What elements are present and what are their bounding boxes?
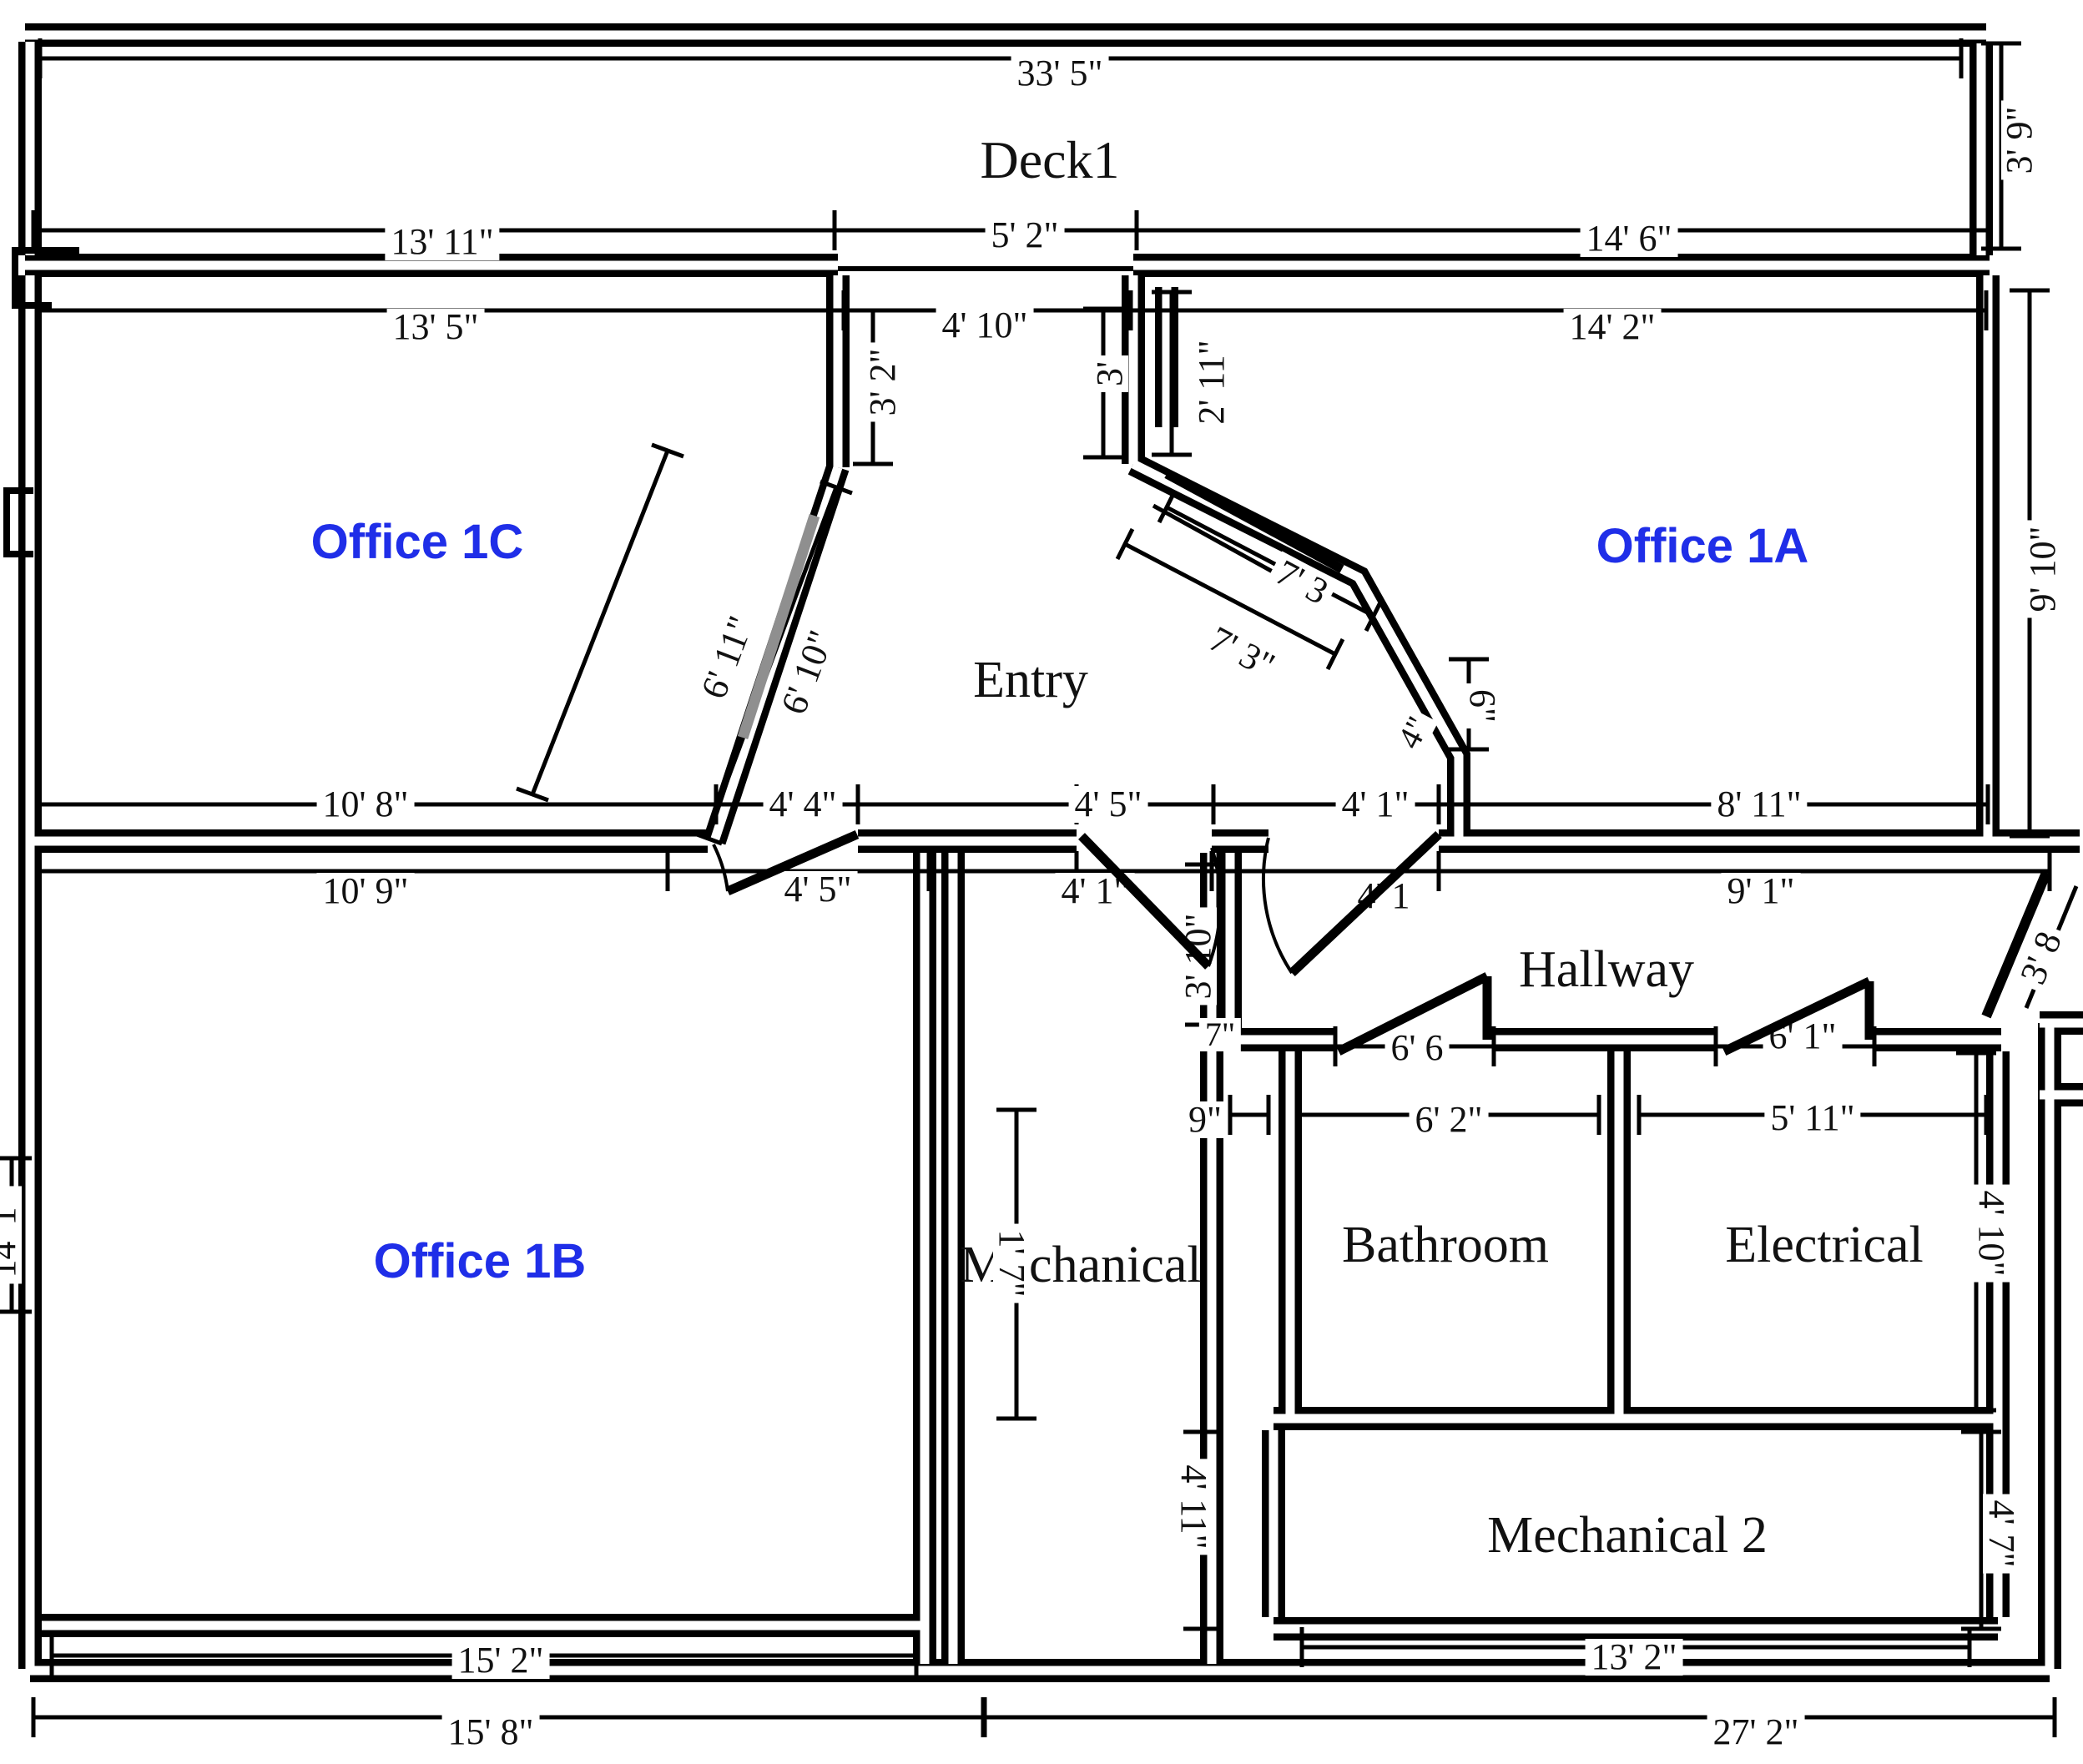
dim-label-36: 4' 10"	[1971, 1184, 2012, 1283]
dim-label-19: 4' 4"	[763, 786, 843, 823]
dim-label-35: 5' 11"	[1764, 1100, 1861, 1137]
dim-label-3: 14' 6"	[1580, 220, 1678, 257]
dim-label-24: 4' 5"	[778, 871, 858, 908]
dim-label-10: 2' 11"	[1191, 334, 1232, 431]
room-label-entry: Entry	[973, 652, 1088, 708]
dim-label-42: 15' 8"	[441, 1714, 540, 1751]
dim-label-31: 6' 6	[1384, 1030, 1450, 1066]
dim-line-7-3-lower	[1115, 527, 1345, 671]
dim-label-40: 13' 2"	[1585, 1639, 1683, 1676]
dim-label-5: 4' 10"	[936, 307, 1034, 344]
dim-label-11: 9' 10"	[2022, 520, 2063, 618]
dim-label-37: 1' 7"	[991, 1223, 1032, 1303]
room-label-bathroom: Bathroom	[1342, 1217, 1549, 1273]
dim-label-27: 9' 1"	[1721, 873, 1801, 910]
dim-label-9: 3'	[1089, 355, 1130, 392]
wall-notches	[3, 247, 79, 557]
dim-label-39: 4' 7"	[1981, 1494, 2022, 1574]
dim-line-6-11	[516, 442, 684, 803]
dim-label-4: 13' 5"	[386, 309, 485, 345]
dim-label-13: 6' 10"	[773, 620, 843, 725]
dim-line-4-7	[1961, 1429, 2001, 1631]
dim-label-7: 3' 9"	[1999, 100, 2040, 180]
dim-label-2: 5' 2"	[985, 217, 1065, 254]
room-label-office-1a: Office 1A	[1596, 519, 1809, 573]
dim-label-22: 8' 11"	[1711, 786, 1808, 823]
dim-label-16: 4"	[1389, 706, 1439, 759]
dim-label-32: 6' 1"	[1763, 1018, 1843, 1055]
dim-label-6: 14' 2"	[1563, 309, 1662, 345]
dim-label-18: 10' 8"	[316, 786, 415, 823]
room-label-hallway: Hallway	[1518, 941, 1695, 998]
dim-label-15: 7' 3"	[1198, 617, 1286, 688]
dim-label-44: 14' 1"	[0, 1186, 23, 1284]
dim-label-25: 4' 1"	[1055, 873, 1135, 910]
dim-label-1: 13' 11"	[385, 224, 500, 260]
dim-label-12: 6' 11"	[693, 606, 763, 709]
dim-line-hall-openings	[1290, 1026, 1998, 1066]
dim-label-8: 3' 2"	[862, 342, 903, 422]
dim-label-41: 15' 2"	[451, 1642, 550, 1679]
room-label-electrical: Electrical	[1725, 1217, 1924, 1273]
room-label-office-1b: Office 1B	[373, 1234, 587, 1288]
dim-label-17: 6"	[1462, 683, 1503, 728]
room-label-deck1: Deck1	[980, 130, 1120, 189]
dim-line-2-11	[1152, 290, 1192, 457]
dim-label-43: 27' 2"	[1707, 1714, 1805, 1751]
dim-label-38: 4' 11"	[1173, 1459, 1214, 1555]
dim-label-28: 3' 10"	[1178, 907, 1218, 1005]
dim-label-30: 7"	[1198, 1018, 1242, 1051]
dim-label-33: 9"	[1183, 1101, 1228, 1138]
dim-label-14: 7' 3	[1264, 551, 1339, 614]
dim-label-23: 10' 9"	[316, 873, 415, 910]
dim-label-21: 4' 1"	[1335, 786, 1415, 823]
dim-label-34: 6' 2"	[1409, 1101, 1489, 1138]
dim-label-0: 33' 5"	[1011, 55, 1109, 92]
dim-line-27-2	[982, 1697, 2057, 1737]
dim-label-20: 4' 5"	[1068, 786, 1148, 823]
dim-line-33-5	[38, 38, 1964, 78]
room-label-mechanical-2: Mechanical 2	[1487, 1507, 1768, 1564]
dim-line-9in	[1228, 1095, 1271, 1135]
room-label-office-1c: Office 1C	[310, 515, 524, 569]
dim-label-29: 3' 8	[2012, 921, 2070, 995]
dim-label-26: 4' 1	[1351, 878, 1416, 915]
